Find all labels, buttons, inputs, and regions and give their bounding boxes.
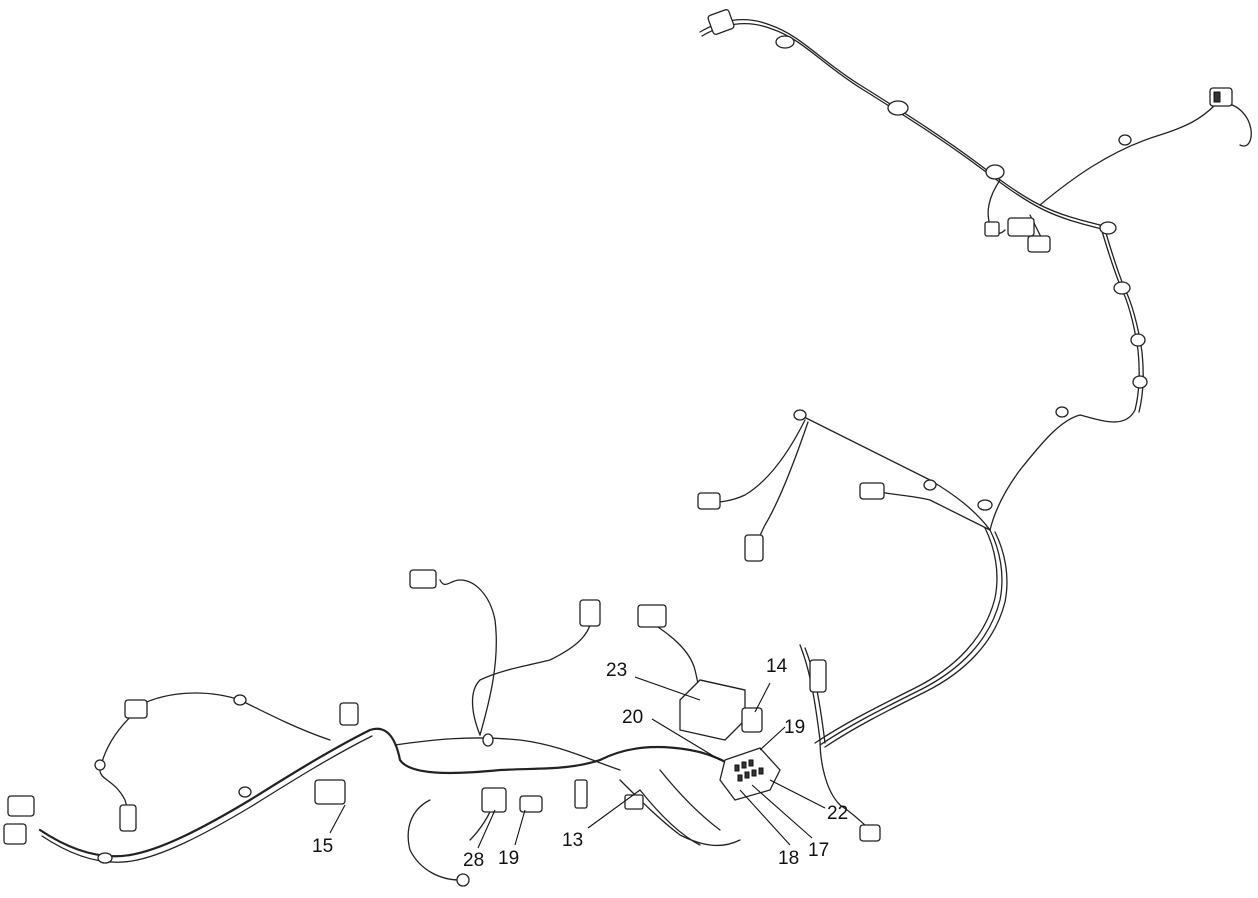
left-harness <box>3 569 621 887</box>
callout-18: 18 <box>778 848 799 869</box>
callout-14: 14 <box>766 656 788 677</box>
leader-lines <box>329 676 826 849</box>
callout-13: 13 <box>562 830 583 851</box>
middle-right-branch <box>697 406 1069 748</box>
callout-23: 23 <box>606 660 627 681</box>
callout-labels: 13 14 15 17 18 19 19 20 22 23 28 <box>312 656 848 871</box>
callout-20: 20 <box>622 707 643 728</box>
central-junction <box>598 604 881 847</box>
callout-19-right: 19 <box>784 717 805 738</box>
callout-15: 15 <box>312 836 333 857</box>
callout-28: 28 <box>463 850 484 871</box>
callout-22: 22 <box>827 803 848 824</box>
upper-harness-branch <box>699 9 1252 531</box>
callout-17: 17 <box>808 840 829 861</box>
callout-19-left: 19 <box>498 848 519 869</box>
